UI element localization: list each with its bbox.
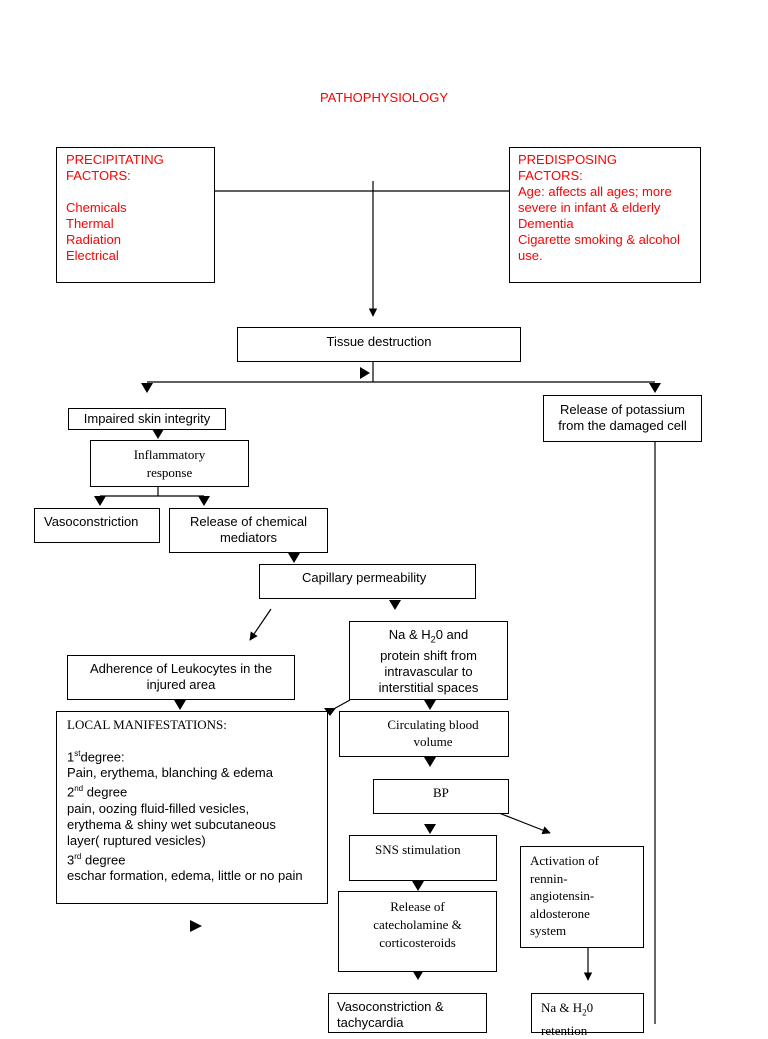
precipitating-item: Chemicals	[66, 200, 127, 215]
impaired-skin-box: Impaired skin integrity	[68, 408, 226, 430]
rennin-line: angiotensin-	[530, 888, 595, 903]
na-shift-line: intravascular to	[384, 663, 473, 679]
capillary-permeability-box: Capillary permeability	[259, 564, 476, 599]
na-shift-line: interstitial spaces	[378, 679, 479, 695]
potassium-line: Release of potassium	[559, 402, 685, 417]
rennin-line: system	[530, 923, 567, 938]
circulating-volume-box: Circulating blood volume	[339, 711, 509, 757]
bp-label: BP	[433, 785, 449, 800]
arrow-down-icon	[649, 383, 661, 393]
arrow-right-icon	[190, 920, 202, 932]
predisposing-item: Cigarette smoking & alcohol	[518, 232, 680, 247]
arrow-down-icon	[288, 553, 300, 563]
sns-stimulation-box: SNS stimulation	[349, 835, 497, 881]
precipitating-heading-2: FACTORS:	[66, 168, 131, 183]
first-degree-label: 1stdegree:	[67, 749, 125, 765]
bp-box: BP	[373, 779, 509, 814]
predisposing-item: Age: affects all ages; more	[518, 184, 672, 199]
chemical-mediators-line: mediators	[219, 530, 278, 545]
rennin-line: aldosterone	[530, 905, 590, 921]
second-degree-desc: pain, oozing fluid-filled vesicles,	[67, 800, 250, 816]
arrow-down-icon	[389, 600, 401, 610]
arrow-down-icon	[424, 824, 436, 834]
chemical-mediators-box: Release of chemical mediators	[169, 508, 328, 553]
precipitating-item: Thermal	[66, 216, 114, 231]
precipitating-item: Electrical	[66, 248, 119, 263]
circulating-line: volume	[413, 734, 453, 749]
rennin-line: Activation of	[530, 853, 599, 868]
predisposing-item: severe in infant & elderly	[518, 200, 661, 215]
predisposing-heading-2: FACTORS:	[518, 168, 583, 183]
arrow-down-icon	[174, 700, 186, 710]
predisposing-heading-1: PREDISPOSING	[518, 152, 617, 167]
sns-label: SNS stimulation	[375, 842, 461, 857]
arrow-down-icon	[412, 881, 424, 891]
arrow-down-icon	[141, 383, 153, 393]
leukocytes-line: injured area	[146, 677, 216, 692]
catecholamine-line: Release of	[390, 899, 445, 914]
na-retention-box: Na & H20 retention	[531, 993, 644, 1038]
leukocytes-line: Adherence of Leukocytes in the	[89, 661, 273, 676]
vaso-tachy-line: tachycardia	[337, 1015, 404, 1030]
predisposing-factors-box: PREDISPOSING FACTORS: Age: affects all a…	[509, 147, 701, 283]
page-title: PATHOPHYSIOLOGY	[319, 90, 449, 105]
impaired-skin-label: Impaired skin integrity	[83, 411, 211, 426]
na-shift-line: protein shift from	[380, 647, 477, 663]
arrow-right-icon	[360, 367, 370, 379]
arrow-down-icon	[424, 700, 436, 710]
local-manifestations-box: LOCAL MANIFESTATIONS: 1stdegree: Pain, e…	[56, 711, 328, 904]
catecholamine-box: Release of catecholamine & corticosteroi…	[338, 891, 497, 972]
tissue-destruction-box: Tissue destruction	[237, 327, 521, 362]
vasoconstriction-tachycardia-box: Vasoconstriction & tachycardia	[328, 993, 487, 1033]
na-retention-line: retention	[541, 1022, 588, 1038]
second-degree-label: 2nd degree	[67, 784, 128, 800]
rennin-line: rennin-	[530, 870, 568, 886]
rennin-system-box: Activation of rennin- angiotensin- aldos…	[520, 846, 644, 948]
capillary-permeability-label: Capillary permeability	[302, 570, 427, 585]
inflammatory-line: response	[146, 465, 193, 480]
predisposing-item: use.	[518, 248, 543, 263]
first-degree-desc: Pain, erythema, blanching & edema	[67, 765, 273, 781]
arrow-down-icon	[412, 970, 424, 980]
precipitating-factors-box: PRECIPITATING FACTORS: Chemicals Thermal…	[56, 147, 215, 283]
arrow-down-icon	[94, 496, 106, 506]
third-degree-desc: eschar formation, edema, little or no pa…	[67, 867, 303, 883]
second-degree-desc: erythema & shiny wet subcutaneous	[67, 816, 276, 832]
circulating-line: Circulating blood	[387, 717, 479, 732]
arrow-down-icon	[324, 708, 336, 716]
arrow-down-icon	[198, 496, 210, 506]
catecholamine-line: corticosteroids	[379, 935, 456, 950]
second-degree-desc: layer( ruptured vesicles)	[67, 832, 206, 848]
catecholamine-line: catecholamine &	[373, 917, 462, 932]
arrow-down-icon	[424, 757, 436, 767]
na-shift-line: Na & H20 and	[388, 627, 469, 645]
na-shift-box: Na & H20 and protein shift from intravas…	[349, 621, 508, 700]
vasoconstriction-box: Vasoconstriction	[34, 508, 160, 543]
potassium-line: from the damaged cell	[558, 418, 687, 433]
leukocytes-box: Adherence of Leukocytes in the injured a…	[67, 655, 295, 700]
precipitating-heading-1: PRECIPITATING	[66, 152, 164, 167]
predisposing-item: Dementia	[518, 216, 574, 231]
local-heading: LOCAL MANIFESTATIONS:	[67, 717, 227, 732]
third-degree-label: 3rd degree	[67, 851, 126, 867]
vaso-tachy-line: Vasoconstriction &	[337, 999, 444, 1014]
tissue-destruction-label: Tissue destruction	[326, 334, 432, 349]
inflammatory-line: Inflammatory	[133, 447, 206, 462]
arrow-down-icon	[152, 429, 164, 439]
precipitating-item: Radiation	[66, 232, 121, 247]
na-retention-line: Na & H20	[541, 1000, 594, 1018]
potassium-box: Release of potassium from the damaged ce…	[543, 395, 702, 442]
inflammatory-response-box: Inflammatory response	[90, 440, 249, 487]
vasoconstriction-label: Vasoconstriction	[44, 514, 139, 529]
chemical-mediators-line: Release of chemical	[189, 514, 308, 529]
